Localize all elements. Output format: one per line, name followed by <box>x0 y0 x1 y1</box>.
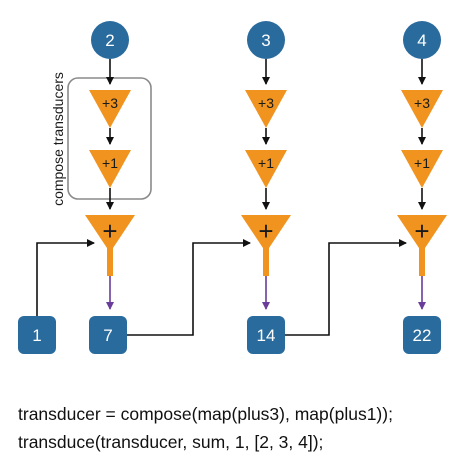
column-2: 3 +3 +1 + 14 <box>127 21 291 354</box>
plus1-step-1 <box>89 150 131 188</box>
accumulator-node-1 <box>89 316 127 354</box>
accumulator-label-2: 14 <box>257 326 276 345</box>
column-3: 4 +3 +1 + 22 <box>285 21 447 354</box>
input-label-2: 3 <box>261 31 270 50</box>
reducer-funnel-1 <box>85 215 135 276</box>
initial-value-label: 1 <box>32 326 41 345</box>
input-node-2 <box>247 21 285 59</box>
plus3-step-2 <box>245 90 287 128</box>
plus3-step-3 <box>401 90 443 128</box>
plus1-label-2: +1 <box>258 155 274 171</box>
plus3-step-1 <box>89 90 131 128</box>
code-line-compose: transducer = compose(map(plus3), map(plu… <box>18 404 393 424</box>
plus1-step-2 <box>245 150 287 188</box>
plus1-label-1: +1 <box>102 155 118 171</box>
plus3-label-1: +3 <box>102 95 118 111</box>
input-node-1 <box>91 21 129 59</box>
input-node-3 <box>403 21 441 59</box>
reducer-funnel-3 <box>397 215 447 276</box>
initial-value-node <box>18 316 56 354</box>
reducer-symbol-2: + <box>258 216 273 246</box>
reducer-symbol-1: + <box>102 216 117 246</box>
column-1: 2 +3 +1 + 1 7 <box>18 21 135 354</box>
accumulator-node-3 <box>403 316 441 354</box>
accumulator-node-2 <box>247 316 285 354</box>
accumulator-label-1: 7 <box>103 326 112 345</box>
accumulator-label-3: 22 <box>413 326 432 345</box>
plus3-label-3: +3 <box>414 95 430 111</box>
reducer-symbol-3: + <box>414 216 429 246</box>
code-line-transduce: transduce(transducer, sum, 1, [2, 3, 4])… <box>18 432 324 452</box>
input-label-3: 4 <box>417 31 426 50</box>
plus1-step-3 <box>401 150 443 188</box>
reducer-funnel-2 <box>241 215 291 276</box>
plus3-label-2: +3 <box>258 95 274 111</box>
plus1-label-3: +1 <box>414 155 430 171</box>
compose-group-label: compose transducers <box>50 72 66 206</box>
input-label-1: 2 <box>105 31 114 50</box>
